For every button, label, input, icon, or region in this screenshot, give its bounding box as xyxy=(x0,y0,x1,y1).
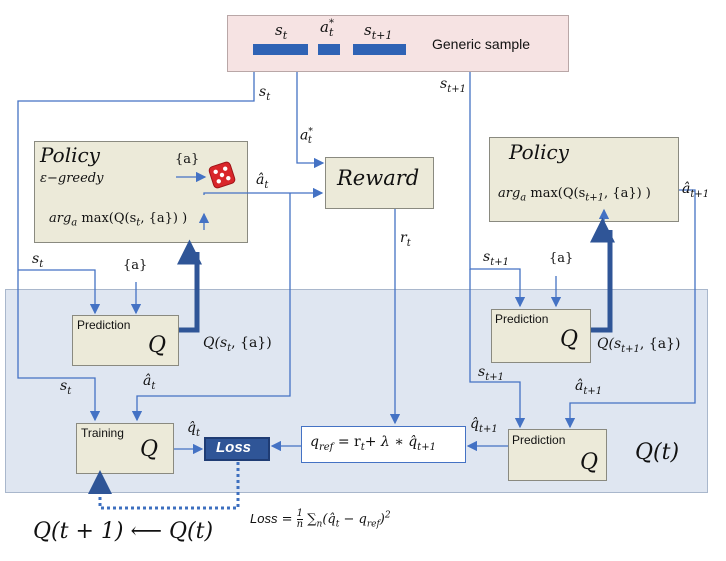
update-rule-label: Q(t + 1) ⟵ Q(t) xyxy=(33,519,214,544)
label-rt: rt xyxy=(400,230,411,249)
dotted-feedback-loop xyxy=(88,462,240,510)
label-ahat-lower: ât xyxy=(143,373,156,392)
label-st-top: st xyxy=(259,84,271,103)
qref-box xyxy=(301,426,466,463)
sample-action-bar xyxy=(318,44,340,55)
training-label: Training xyxy=(81,426,124,440)
prediction-right-q: Q xyxy=(560,327,579,352)
prediction-lower-label: Prediction xyxy=(512,433,566,447)
label-ahat1-right: ât+1 xyxy=(682,181,710,200)
loss-label: Loss xyxy=(216,439,252,456)
training-q: Q xyxy=(140,437,159,462)
label-st-lower: st xyxy=(60,378,72,397)
prediction-lower-box xyxy=(508,429,607,481)
prediction-left-box xyxy=(72,315,179,366)
thick-arrow-left xyxy=(177,239,202,333)
arrow-st1-route xyxy=(469,72,526,308)
sample-st-label: st xyxy=(275,21,288,42)
label-q-out-left: Q(st, {a}) xyxy=(203,335,272,354)
label-q-out-right: Q(st+1, {a}) xyxy=(597,336,681,355)
policy-right-box xyxy=(489,137,679,222)
prediction-right-label: Prediction xyxy=(495,312,549,326)
arrow-ahat-to-training xyxy=(131,193,291,422)
label-ahat1-lower: ât+1 xyxy=(575,378,603,397)
region-qt-label: Q(t) xyxy=(635,440,680,465)
thick-arrow-right xyxy=(590,217,615,333)
prediction-right-box xyxy=(491,309,591,363)
prediction-left-q: Q xyxy=(148,333,167,358)
policy-left-title: Policy xyxy=(40,143,100,167)
label-qhat1: q̂t+1 xyxy=(470,416,498,435)
policy-right-title: Policy xyxy=(509,140,569,164)
reward-title: Reward xyxy=(337,166,420,190)
sample-state-bar xyxy=(253,44,308,55)
sample-next-state-bar xyxy=(353,44,406,55)
label-astar: a*t xyxy=(300,127,313,147)
label-aset-right: {a} xyxy=(549,251,574,266)
prediction-lower-q: Q xyxy=(580,450,599,475)
policy-right-formula: arga max(Q(st+1, {a}) ) xyxy=(498,186,651,204)
arrow-st-left-route xyxy=(17,72,255,422)
arrow-ahat-to-reward xyxy=(203,187,324,199)
policy-left-strategy: ε−greedy xyxy=(40,171,104,186)
qref-formula: qref = rt+ λ ∗ q̂t+1 xyxy=(310,434,436,453)
label-ahat-left: ât xyxy=(256,172,269,191)
generic-sample-box xyxy=(227,15,569,72)
label-st1-lower: st+1 xyxy=(478,364,504,383)
loss-box xyxy=(204,437,270,461)
label-st1-top: st+1 xyxy=(440,76,466,95)
reward-box xyxy=(325,157,434,209)
label-st-left: st xyxy=(32,251,44,270)
training-box xyxy=(76,423,174,474)
sample-at-label: a*t xyxy=(320,18,334,39)
label-aset-left: {a} xyxy=(123,258,148,273)
arrow-ahat1-to-prediction-lower xyxy=(564,189,696,429)
arrow-astar-to-reward xyxy=(296,72,325,169)
policy-left-action-set: {a} xyxy=(175,152,200,167)
sample-st1-label: st+1 xyxy=(364,21,393,42)
label-qhat-training: q̂t xyxy=(187,420,200,439)
policy-left-formula: arga max(Q(st, {a}) ) xyxy=(49,211,188,229)
generic-sample-label: Generic sample xyxy=(432,36,531,52)
arrow-st-to-prediction-left xyxy=(18,269,101,315)
label-st1-mid: st+1 xyxy=(483,249,509,268)
prediction-left-label: Prediction xyxy=(77,318,131,332)
arrow-st1-to-prediction-lower xyxy=(469,269,526,429)
policy-left-box xyxy=(34,141,248,243)
